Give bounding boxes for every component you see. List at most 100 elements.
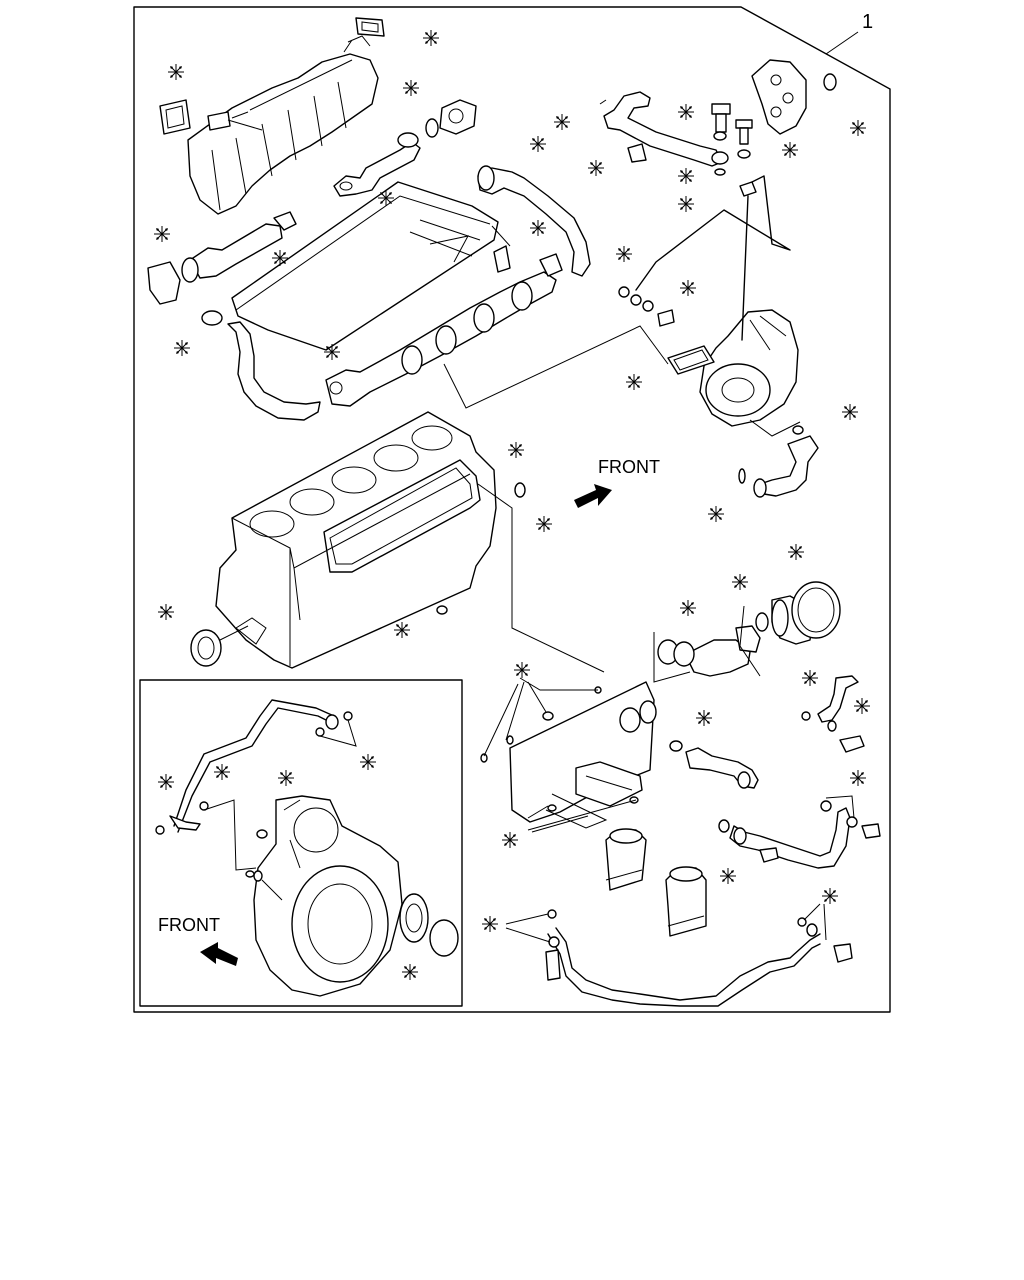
leader-exhaust-turbo (443, 325, 669, 409)
cylinder-head (231, 181, 499, 351)
asterisk-callout-icon (214, 764, 230, 780)
asterisk-callout-icon (530, 136, 546, 152)
leader-oil-cooler-seals (483, 677, 598, 757)
inset-o-ring (429, 919, 459, 957)
flywheel-housing (245, 795, 403, 997)
asterisk-callout-icon (324, 344, 340, 360)
asterisk-callout-icon (678, 196, 694, 212)
asterisk-callout-icon (482, 916, 498, 932)
asterisk-callout-icon (536, 516, 552, 532)
asterisk-callout-icon (678, 104, 694, 120)
leader-fuel-pipe-left (505, 913, 551, 943)
leader-inset-pipe (319, 719, 357, 747)
asterisk-callout-icon (720, 868, 736, 884)
asterisk-callout-icon (360, 754, 376, 770)
asterisk-callout-icon (402, 964, 418, 980)
coolant-pipe-top (599, 91, 723, 167)
oil-pipe-right-2 (718, 800, 881, 869)
manifold-gasket-left (159, 99, 191, 135)
asterisk-callout-icon (696, 710, 712, 726)
inset-panel (139, 679, 463, 1007)
asterisk-callout-icon (588, 160, 604, 176)
asterisk-callout-icon (514, 662, 530, 678)
bolt-top-right-2 (735, 119, 753, 159)
fuel-filter-2 (665, 866, 707, 937)
thermostat-housing (771, 581, 841, 645)
fuel-return-pipe (545, 909, 853, 1007)
turbo-gasket (667, 345, 715, 375)
leader-fuel-pipe-right (803, 903, 827, 941)
asterisk-callout-icon (502, 832, 518, 848)
manifold-gasket-top (343, 17, 385, 53)
asterisk-callout-icon (158, 604, 174, 620)
oil-cooler-pipe (685, 747, 759, 789)
leader-water-outlet (653, 605, 761, 683)
timing-gear (399, 893, 429, 943)
asterisk-callout-icon (626, 374, 642, 390)
egr-cooler-lower (147, 211, 297, 326)
front-arrow-icon-inset (200, 942, 238, 966)
fuel-filter-1 (605, 828, 647, 891)
asterisk-callout-icon (680, 600, 696, 616)
block-plug (436, 605, 448, 615)
turbocharger (699, 309, 799, 427)
manifold-gasket-small (207, 111, 263, 131)
asterisk-callout-icon (708, 506, 724, 522)
oil-filter-head (545, 761, 643, 829)
asterisk-callout-icon (788, 544, 804, 560)
oil-feed-pipe (618, 175, 791, 341)
asterisk-callout-icon (732, 574, 748, 590)
diagram-frame (133, 6, 891, 1013)
callout-number: 1 (862, 11, 873, 33)
intake-manifold (187, 53, 379, 215)
asterisk-callout-icon (842, 404, 858, 420)
asterisk-callout-icon (394, 622, 410, 638)
front-indicator-inset: FRONT (158, 915, 238, 966)
asterisk-callout-icon (272, 250, 288, 266)
water-pipe-lower (227, 321, 321, 421)
water-pipe-upper (477, 165, 591, 277)
bolt-top-right-1 (711, 103, 731, 165)
asterisk-callout-icon (154, 226, 170, 242)
leader-oil-filter (527, 799, 637, 833)
asterisk-callout-icon (423, 30, 439, 46)
callout-leader-line (825, 31, 859, 55)
asterisk-callout-icon (158, 774, 174, 790)
o-ring-block (514, 482, 526, 498)
egr-flange-right (425, 99, 477, 138)
oil-cooler-cover (751, 59, 837, 135)
callout-markers (154, 30, 870, 980)
asterisk-callout-icon (508, 442, 524, 458)
crank-seal-front (190, 629, 222, 667)
asterisk-callout-icon (850, 120, 866, 136)
asterisk-callout-icon (678, 168, 694, 184)
asterisk-callout-icon (680, 280, 696, 296)
asterisk-callout-icon (850, 770, 866, 786)
head-gasket (323, 459, 481, 573)
asterisk-callout-icon (378, 190, 394, 206)
leader-crank-seal (219, 625, 249, 641)
water-outlet (657, 612, 769, 677)
leader-inset-flywheel (203, 799, 257, 871)
exhaust-manifold (325, 245, 563, 407)
leader-head-block (491, 225, 511, 247)
asterisk-callout-icon (530, 220, 546, 236)
asterisk-callout-icon (554, 114, 570, 130)
asterisk-callout-icon (822, 888, 838, 904)
asterisk-callout-icon (168, 64, 184, 80)
asterisk-callout-icon (174, 340, 190, 356)
asterisk-callout-icon (802, 670, 818, 686)
oil-pipe-right-1 (801, 675, 865, 753)
asterisk-callout-icon (403, 80, 419, 96)
asterisk-callout-icon (278, 770, 294, 786)
front-label-inset: FRONT (158, 915, 220, 935)
cylinder-block (215, 411, 497, 669)
oil-drain-pipe (738, 425, 819, 498)
front-indicator-main: FRONT (574, 457, 660, 508)
leader-turbo-gasket (749, 419, 801, 437)
inset-oil-pipe (155, 699, 353, 835)
front-label-main: FRONT (598, 457, 660, 477)
asterisk-callout-icon (854, 698, 870, 714)
washer-top-right (714, 168, 726, 176)
